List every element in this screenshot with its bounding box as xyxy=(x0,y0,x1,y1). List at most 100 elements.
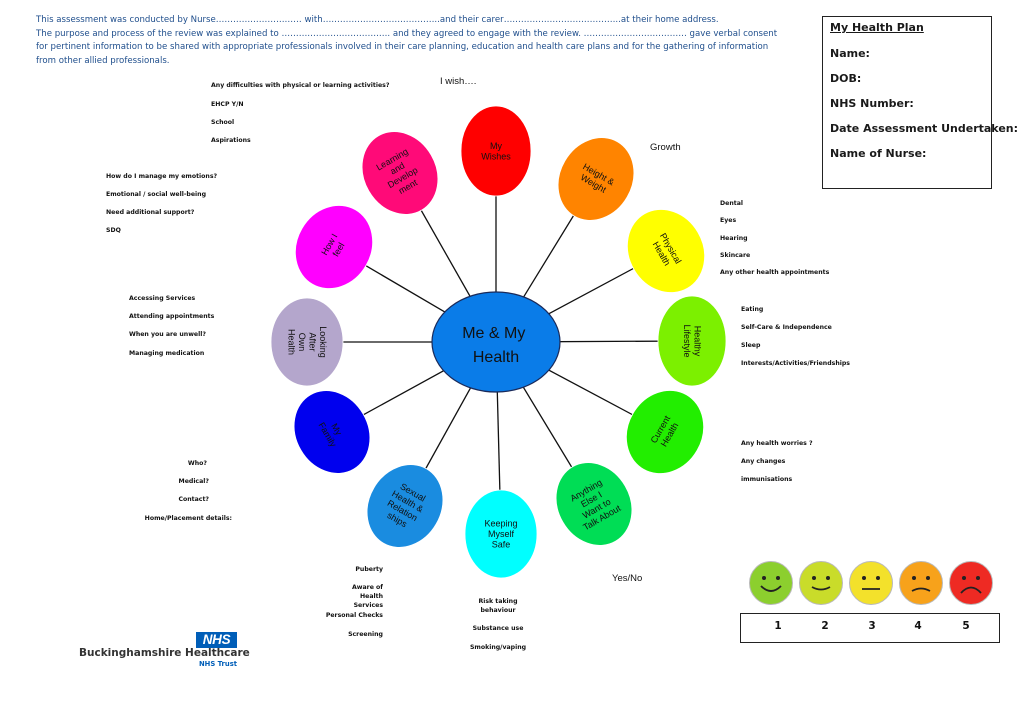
petal-ellipse xyxy=(555,462,633,546)
looking-after-prompt: When you are unwell? xyxy=(129,331,206,338)
dob-field-label: DOB: xyxy=(830,72,862,85)
current-health-prompt: Any changes xyxy=(741,458,786,465)
assessment-date-field-label: Date Assessment Undertaken: xyxy=(830,122,1019,135)
petal-learning: LearningandDevelopment xyxy=(361,131,439,215)
petal-my-family: MyFamily xyxy=(293,390,371,474)
petal-healthy-lifestyle: HealthyLifestyle xyxy=(657,295,727,387)
rating-number: 1 xyxy=(774,620,782,632)
physical-health-prompt: Dental xyxy=(720,200,743,207)
petal-label-line: Own xyxy=(297,333,307,352)
petal-ellipse xyxy=(366,464,444,548)
learning-prompt: Aspirations xyxy=(211,137,251,144)
petal-ellipse xyxy=(270,297,344,387)
family-prompt: Home/Placement details: xyxy=(144,515,232,522)
rating-scale: 1 2 3 4 5 xyxy=(740,556,1000,644)
keeping-safe-prompt: Smoking/vaping xyxy=(469,644,527,651)
physical-health-prompt: Skincare xyxy=(720,252,751,259)
petal-ellipse xyxy=(626,390,704,474)
current-health-prompt: immunisations xyxy=(741,476,793,483)
petal-ellipse xyxy=(361,131,439,215)
petal-label: LearningandDevelopment xyxy=(374,146,425,199)
sexual-health-prompt: Personal Checks xyxy=(325,612,383,619)
center-label-line1: Me & My xyxy=(462,325,525,342)
petal-sexual-health: SexualHealth &Relationships xyxy=(366,464,444,548)
physical-health-prompt: Hearing xyxy=(720,235,748,242)
learning-prompt: Any difficulties with physical or learni… xyxy=(211,82,390,89)
petal-physical-health: PhysicalHealth xyxy=(627,209,705,293)
keeping-safe-prompt: Risk taking behaviour xyxy=(478,598,518,614)
petal-label: HealthyLifestyle xyxy=(682,324,703,357)
lifestyle-prompt: Interests/Activities/Friendships xyxy=(741,360,850,367)
petal-label-line: Safe xyxy=(492,540,511,550)
name-field-label: Name: xyxy=(830,47,870,60)
sexual-health-prompt: Screening xyxy=(348,631,383,638)
lifestyle-prompt: Sleep xyxy=(741,342,761,349)
petal-ellipse xyxy=(460,105,532,197)
nurse-name-field-label: Name of Nurse: xyxy=(830,147,927,160)
looking-after-prompt: Attending appointments xyxy=(129,313,215,320)
happy-face-icon xyxy=(749,561,793,605)
petal-label-line: Lifestyle xyxy=(682,324,692,357)
learning-prompt: School xyxy=(211,119,235,126)
physical-health-prompt: Eyes xyxy=(720,217,737,224)
health-plan-box: My Health Plan Name: DOB: NHS Number: Da… xyxy=(822,16,1019,189)
organisation-name: Buckinghamshire Healthcare xyxy=(79,647,250,659)
looking-after-prompt: Accessing Services xyxy=(129,295,196,302)
petal-height-weight: Height &Weight xyxy=(557,137,635,221)
petal-label: LookingAfterOwnHealth xyxy=(286,326,328,358)
petal-label-line: Healthy xyxy=(692,326,702,357)
lifestyle-prompt: Self-Care & Independence xyxy=(741,324,832,331)
petal-ellipse xyxy=(627,209,705,293)
learning-prompt: EHCP Y/N xyxy=(211,101,244,108)
petal-looking-after: LookingAfterOwnHealth xyxy=(270,297,344,387)
petal-current-health: CurrentHealth xyxy=(626,390,704,474)
petal-label-line: Keeping xyxy=(484,519,517,529)
neutral-face-icon xyxy=(849,561,893,605)
intro-line: The purpose and process of the review wa… xyxy=(36,28,778,39)
petal-ellipse xyxy=(657,295,727,387)
sexual-health-prompt: Aware of Health Services xyxy=(351,584,383,609)
sad-face-icon xyxy=(899,561,943,605)
intro-line: for pertinent information to be shared w… xyxy=(36,42,769,53)
rating-number: 3 xyxy=(868,620,876,632)
smile-face-icon xyxy=(799,561,843,605)
very-sad-face-icon xyxy=(949,561,993,605)
feel-prompt: SDQ xyxy=(106,227,121,234)
rating-number: 5 xyxy=(962,620,970,632)
rating-number-box xyxy=(740,613,1000,643)
petal-ellipse xyxy=(295,205,373,289)
yes-no-prompt: Yes/No xyxy=(612,573,643,584)
sexual-health-prompt: Puberty xyxy=(355,566,383,573)
family-prompt: Contact? xyxy=(178,496,209,503)
feel-prompt: How do I manage my emotions? xyxy=(106,173,218,180)
family-prompt: Medical? xyxy=(178,478,209,485)
center-label-line2: Health xyxy=(473,349,519,366)
intro-line: This assessment was conducted by Nurse……… xyxy=(36,15,719,25)
current-health-prompt: Any health worries ? xyxy=(741,440,813,447)
intro-paragraph: This assessment was conducted by Nurse……… xyxy=(36,14,796,68)
nhs-logo: NHS xyxy=(196,632,237,648)
petal-label: AnythingElse IWant toTalk About xyxy=(566,475,623,532)
feel-prompt: Emotional / social well-being xyxy=(106,191,207,198)
petal-label-line: My xyxy=(490,141,502,151)
petal-anything-else: AnythingElse IWant toTalk About xyxy=(555,462,633,546)
growth-prompt: Growth xyxy=(650,142,681,153)
i-wish-prompt: I wish…. xyxy=(440,76,477,87)
svg-text:Me & My Health: Me & My Health xyxy=(462,325,530,366)
trust-name: NHS Trust xyxy=(198,660,237,668)
keeping-safe-prompt: Substance use xyxy=(472,625,524,632)
petal-label-line: After xyxy=(307,332,317,351)
looking-after-prompt: Managing medication xyxy=(129,350,205,357)
petal-ellipse xyxy=(293,390,371,474)
petal-how-i-feel: How Ifeel xyxy=(295,205,373,289)
feel-prompt: Need additional support? xyxy=(106,209,195,216)
center-ellipse xyxy=(431,291,561,393)
petal-label-line: Myself xyxy=(488,529,515,539)
petal-label-line: Looking xyxy=(318,326,328,358)
petal-label-line: Wishes xyxy=(481,151,511,161)
